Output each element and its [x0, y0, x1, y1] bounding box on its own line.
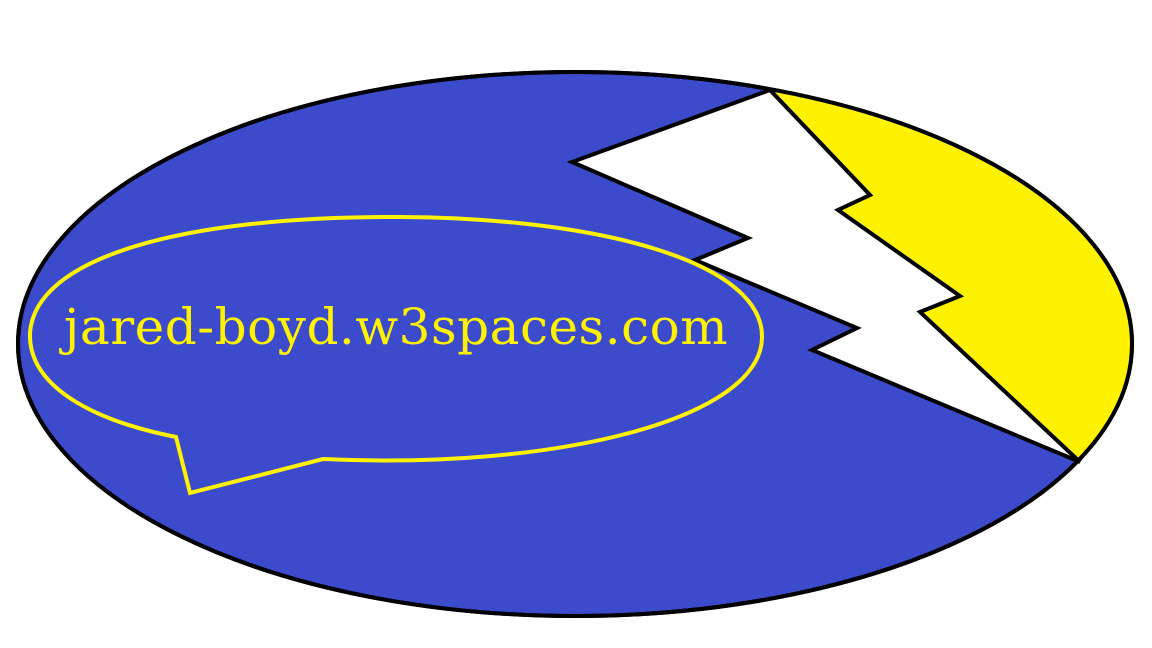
speech-bubble-icon: [27, 214, 765, 496]
lightning-bolt-icon: [566, 87, 1082, 464]
site-name-text: jared-boyd.w3spaces.com: [59, 298, 728, 356]
logo-ellipse-outline: [16, 70, 1134, 618]
